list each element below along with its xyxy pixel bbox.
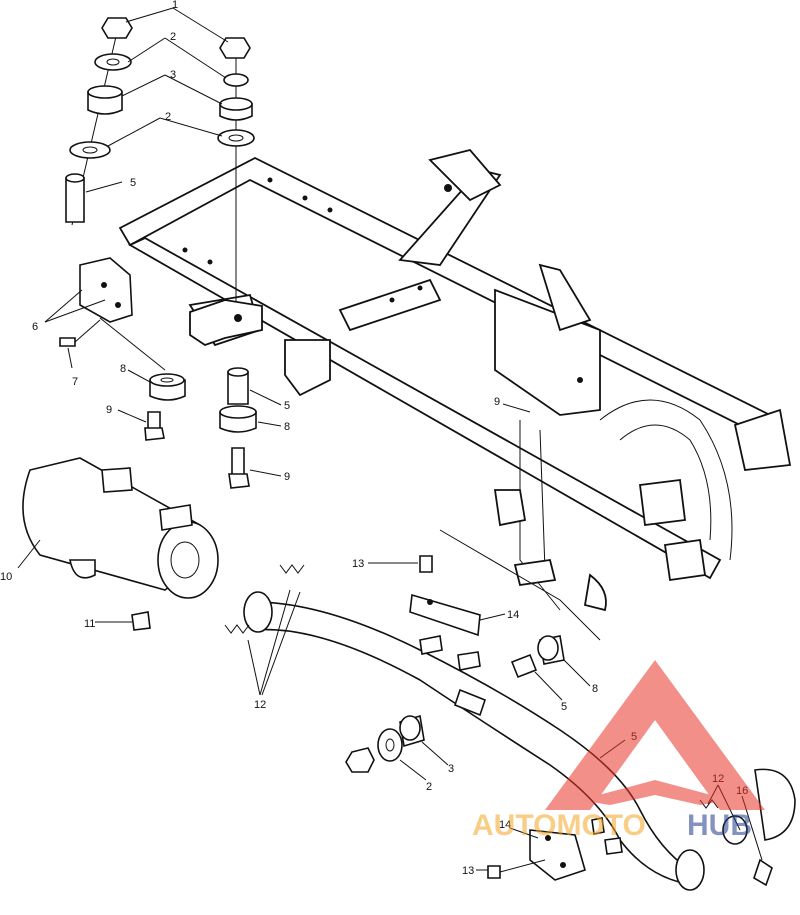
callout-5: 5 [130, 177, 136, 189]
callout-14: 14 [507, 609, 519, 621]
muffler-10 [22, 457, 219, 631]
right-flange-16 [722, 768, 796, 887]
callout-8: 8 [284, 421, 290, 433]
bracket-6 [59, 257, 166, 371]
left-mount-8-9 [144, 373, 186, 441]
callout-14: 14 [499, 819, 511, 831]
callout-labels: 1 2 3 2 5 6 7 8 9 5 8 9 9 10 11 12 13 14… [0, 0, 748, 877]
callout-10: 10 [0, 571, 12, 583]
callout-9: 9 [284, 471, 290, 483]
callout-8: 8 [592, 683, 598, 695]
callout-5: 5 [284, 400, 290, 412]
watermark-logo-triangle [545, 660, 765, 810]
callout-9: 9 [494, 396, 500, 408]
right-spacer-5-8 [510, 635, 565, 679]
callout-3: 3 [170, 69, 176, 81]
callout-5: 5 [561, 701, 567, 713]
callout-8: 8 [120, 363, 126, 375]
callout-12: 12 [254, 699, 266, 711]
watermark-brand-part1: AUTOMOTO [472, 809, 646, 842]
lower-bracket-14-13 [487, 829, 586, 881]
callout-6: 6 [32, 321, 38, 333]
callout-13: 13 [462, 865, 474, 877]
lower-hardware-2-3 [345, 714, 425, 773]
upper-bracket-14-13 [409, 555, 481, 637]
callout-2: 2 [426, 781, 432, 793]
callout-13: 13 [352, 558, 364, 570]
callout-2: 2 [165, 111, 171, 123]
left-hardware-stack [65, 17, 133, 226]
callout-3: 3 [448, 763, 454, 775]
callout-9: 9 [106, 404, 112, 416]
callout-11: 11 [84, 618, 95, 630]
center-mount-5-8-9 [189, 299, 263, 489]
center-hardware-stack [217, 37, 255, 330]
callout-1: 1 [172, 0, 178, 11]
watermark-brand-part2: HUB [687, 809, 752, 842]
watermark-logo-inner [600, 690, 710, 760]
head-pipe [224, 564, 719, 891]
callout-2: 2 [170, 31, 176, 43]
callout-7: 7 [72, 376, 78, 388]
chassis-frame [118, 148, 792, 641]
watermark-logo-base [580, 780, 730, 805]
automotohub-watermark: AUTOMOTO HUB [472, 660, 765, 842]
leader-lines [17, 7, 763, 871]
